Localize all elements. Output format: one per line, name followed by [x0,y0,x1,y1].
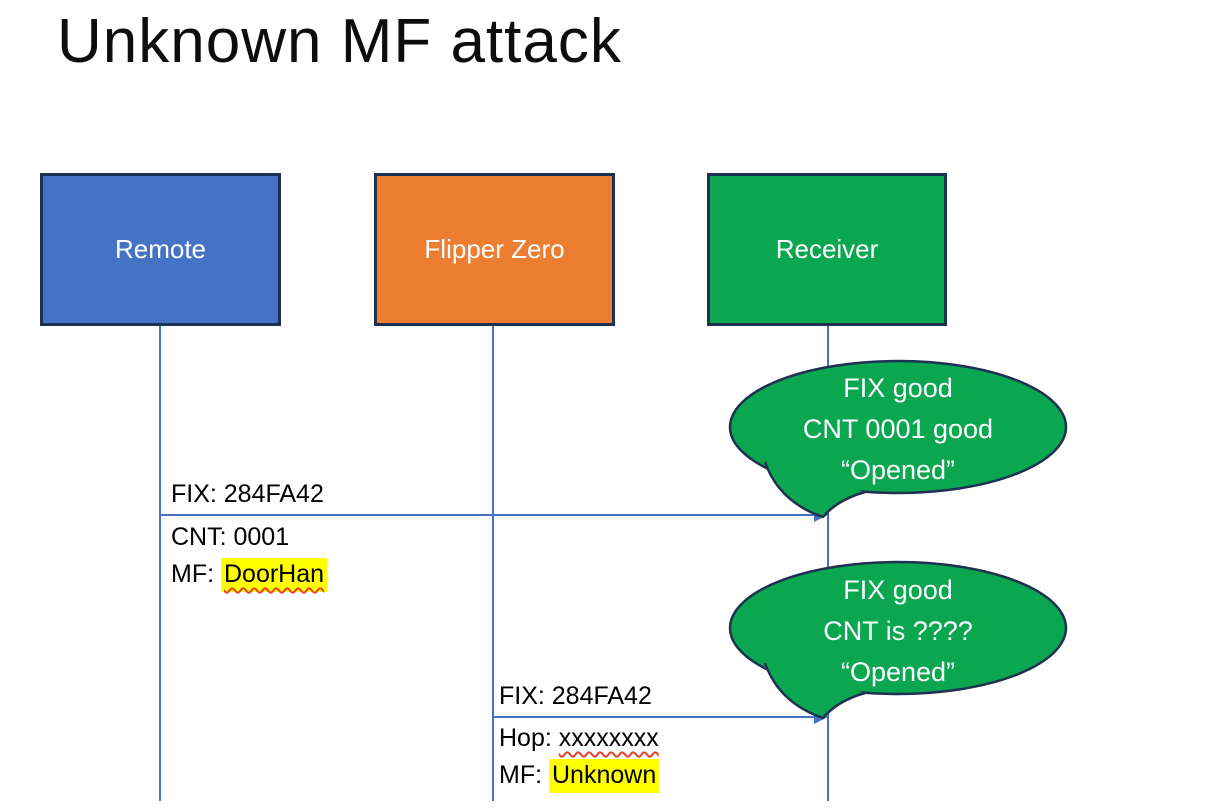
message2-mf-value-highlighted: Unknown [549,759,660,793]
actor-label-remote: Remote [114,234,207,264]
bubble2-line3: “Opened” [840,657,956,687]
speech-bubble-2 [728,560,1068,720]
speech-bubble-2-text: FIX good CNT is ???? “Opened” [733,570,1063,693]
speech-bubble-tail [765,663,865,718]
message1-cnt-label: CNT: 0001 [171,523,290,551]
lifeline-flipper-zero [492,326,494,801]
actor-box-receiver: Receiver [707,173,947,326]
message1-mf-label: MF: DoorHan [171,557,328,592]
message-arrow-flipper-to-receiver [493,716,815,718]
bubble2-line2: CNT is ???? [823,616,973,646]
message1-mf-prefix: MF: [171,560,221,588]
message2-mf-prefix: MF: [499,761,549,789]
speech-bubble-body [728,359,1068,495]
bubble1-line3: “Opened” [840,455,956,485]
message2-hop-prefix: Hop: [499,724,559,752]
message2-hop-value-squiggled: xxxxxxxx [558,724,659,752]
message2-mf-label: MF: Unknown [499,758,660,793]
bubble1-line1: FIX good [843,373,953,403]
message1-fix-label: FIX: 284FA42 [171,480,324,508]
actor-box-flipper-zero: Flipper Zero [374,173,615,326]
bubble1-line2: CNT 0001 good [802,414,994,444]
speech-bubble-1-text: FIX good CNT 0001 good “Opened” [733,368,1063,491]
message2-hop-label: Hop: xxxxxxxx [499,721,659,755]
speech-bubble-tail [765,462,865,517]
lifeline-receiver [827,326,829,801]
actor-label-receiver: Receiver [775,234,879,264]
actor-box-remote: Remote [40,173,281,326]
speech-bubble-tail-outline [763,662,866,720]
speech-bubble-tail-outline [763,461,866,519]
speech-bubble-1 [728,359,1068,519]
message2-fix-label: FIX: 284FA42 [499,682,652,710]
message-arrow-remote-to-receiver [160,514,815,516]
slide-title: Unknown MF attack [57,7,622,76]
actor-label-flipper-zero: Flipper Zero [424,234,565,264]
lifeline-remote [159,326,161,801]
bubble2-line1: FIX good [843,575,953,605]
message1-mf-value-highlighted: DoorHan [221,558,328,592]
speech-bubble-body [728,560,1068,696]
